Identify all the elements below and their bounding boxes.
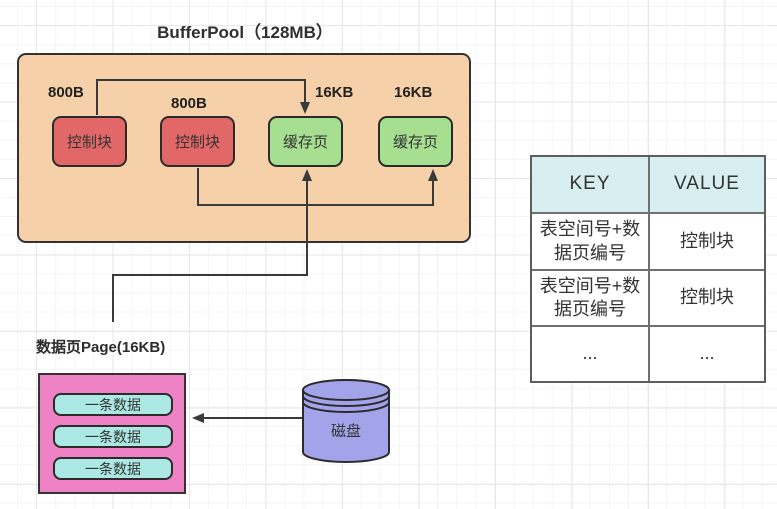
cache-page-1-size-label: 16KB <box>315 84 354 101</box>
key-value-table: KEY VALUE 表空间号+数据页编号 控制块 表空间号+数据页编号 控制块 … <box>530 155 766 383</box>
disk-ring-2 <box>302 401 390 413</box>
data-row: 一条数据 <box>53 393 173 416</box>
table-cell-key-2: 表空间号+数据页编号 <box>532 269 648 325</box>
bufferpool-title: BufferPool（128MB） <box>157 23 333 42</box>
table-cell-value-2: 控制块 <box>648 269 764 325</box>
data-row: 一条数据 <box>53 425 173 448</box>
control-block-2-size-label: 800B <box>171 95 207 112</box>
table-cell-value-1: 控制块 <box>648 212 764 269</box>
table-header-key: KEY <box>532 157 648 212</box>
control-block-1: 控制块 <box>52 116 127 167</box>
table-cell-value-3: ... <box>648 325 764 381</box>
data-page-title: 数据页Page(16KB) <box>36 339 166 356</box>
data-row: 一条数据 <box>53 457 173 480</box>
table-cell-key-3: ... <box>532 325 648 381</box>
cache-page-2-size-label: 16KB <box>394 84 433 101</box>
cache-page-1: 缓存页 <box>268 116 343 167</box>
control-block-2: 控制块 <box>160 116 235 167</box>
table-cell-key-1: 表空间号+数据页编号 <box>532 212 648 269</box>
disk-body <box>302 389 390 463</box>
control-block-1-size-label: 800B <box>48 84 84 101</box>
disk-cylinder: 磁盘 <box>302 379 390 463</box>
disk-ring-1 <box>302 395 390 407</box>
data-page-box: 一条数据 一条数据 一条数据 <box>38 373 186 494</box>
table-header-value: VALUE <box>648 157 764 212</box>
disk-label: 磁盘 <box>331 422 361 440</box>
cache-page-2: 缓存页 <box>378 116 453 167</box>
disk-top <box>302 379 390 401</box>
